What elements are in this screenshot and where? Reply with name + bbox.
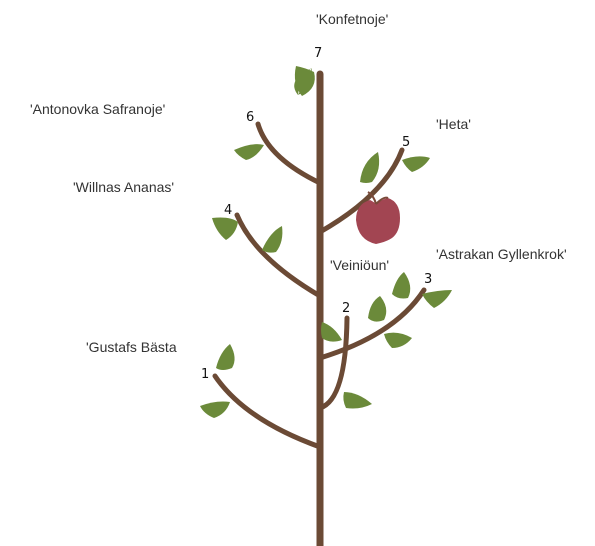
branch-1 <box>215 376 320 447</box>
leaf-icon <box>368 296 386 322</box>
branch-6 <box>258 124 320 183</box>
variety-label-1: 'Gustafs Bästa <box>86 339 177 355</box>
leaf-icon <box>216 344 235 370</box>
branch-number-3: 3 <box>424 272 432 287</box>
leaf-icon <box>402 156 430 172</box>
branch-number-5: 5 <box>402 135 410 150</box>
leaf-icon <box>384 333 412 348</box>
variety-label-6: 'Antonovka Safranoje' <box>30 101 165 117</box>
branch-number-6: 6 <box>246 110 254 125</box>
leaf-icon <box>422 290 452 308</box>
leaf-icon <box>392 272 410 299</box>
variety-label-5: 'Heta' <box>436 116 471 132</box>
leaf-icon <box>343 392 372 409</box>
branch-number-4: 4 <box>224 203 232 218</box>
leaf-icon <box>200 402 230 419</box>
leaf-icon <box>212 218 238 241</box>
branch-number-2: 2 <box>342 301 350 316</box>
leaf-icon <box>360 152 379 183</box>
variety-label-2: 'Veiniöun' <box>330 257 389 273</box>
leaf-icon <box>321 322 342 342</box>
variety-label-4: 'Willnas Ananas' <box>73 179 174 195</box>
leaf-icon <box>262 226 282 253</box>
branch-number-7: 7 <box>314 46 322 61</box>
branch-3 <box>320 290 424 358</box>
leaf-icon <box>234 144 264 160</box>
variety-label-7: 'Konfetnoje' <box>316 11 388 27</box>
branch-number-1: 1 <box>201 367 209 382</box>
branch-4 <box>237 215 320 296</box>
variety-label-3: 'Astrakan Gyllenkrok' <box>436 246 567 262</box>
